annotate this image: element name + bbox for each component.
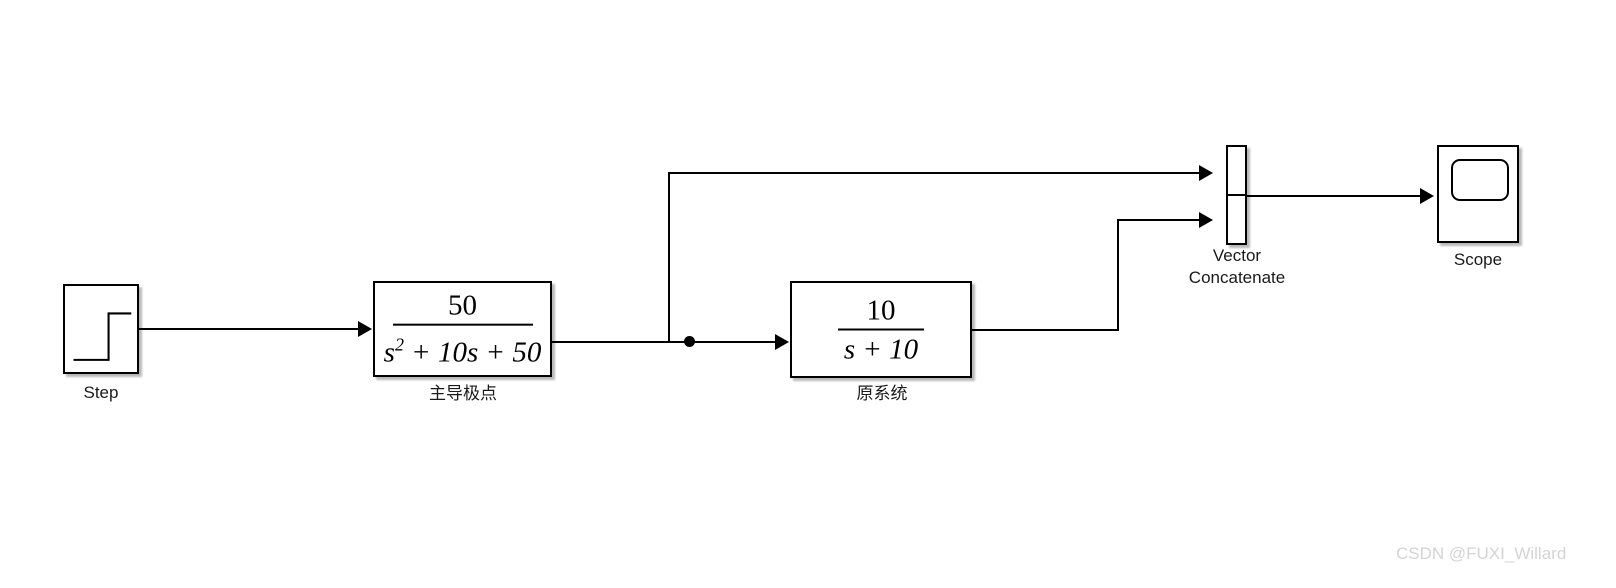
tf-numerator-dominant: 50 <box>448 289 477 322</box>
tf-numerator-original: 10 <box>866 294 896 326</box>
block-step-label: Step <box>83 383 119 402</box>
vector-concatenate-label-line2: Concatenate <box>1188 268 1286 287</box>
fraction-bar-dominant <box>392 323 533 326</box>
arrowhead-dominant-input <box>358 321 372 337</box>
block-step[interactable] <box>63 284 139 374</box>
watermark-text: CSDN @FUXI_Willard <box>1396 544 1567 563</box>
block-original-system[interactable]: 10 s + 10 <box>790 281 972 378</box>
block-original-system-label: 原系统 <box>856 384 908 403</box>
step-signal-icon <box>73 312 132 361</box>
wire-branch-to-concat-input1 <box>668 172 1201 174</box>
arrowhead-original-input <box>775 334 789 350</box>
transfer-function-dominant: 50 s2 + 10s + 50 <box>375 290 550 369</box>
vector-concatenate-divider <box>1228 194 1245 196</box>
transfer-function-original: 10 s + 10 <box>792 294 970 365</box>
wire-branch-to-original <box>689 341 775 343</box>
wire-branch-vertical <box>668 173 670 342</box>
block-vector-concatenate[interactable] <box>1226 145 1247 245</box>
fraction-bar-original <box>838 328 924 330</box>
block-scope[interactable] <box>1437 145 1519 243</box>
block-dominant-poles[interactable]: 50 s2 + 10s + 50 <box>373 281 552 377</box>
wire-step-to-dominant <box>139 328 358 330</box>
wire-original-out-horizontal <box>972 329 1119 331</box>
wire-original-out-vertical <box>1117 219 1119 331</box>
wire-original-to-concat-input2 <box>1117 219 1201 221</box>
tf-denominator-dominant: s2 + 10s + 50 <box>383 334 542 369</box>
arrowhead-concat-input1 <box>1199 165 1213 181</box>
wire-dominant-to-branch <box>552 341 692 343</box>
block-dominant-poles-label: 主导极点 <box>429 384 497 403</box>
arrowhead-scope-input <box>1420 188 1434 204</box>
block-scope-label: Scope <box>1453 250 1503 269</box>
vector-concatenate-label-line1: Vector <box>1212 246 1262 265</box>
wire-concat-to-scope <box>1247 195 1422 197</box>
scope-screen-icon <box>1451 159 1509 201</box>
tf-denominator-original: s + 10 <box>843 333 919 365</box>
arrowhead-concat-input2 <box>1199 212 1213 228</box>
